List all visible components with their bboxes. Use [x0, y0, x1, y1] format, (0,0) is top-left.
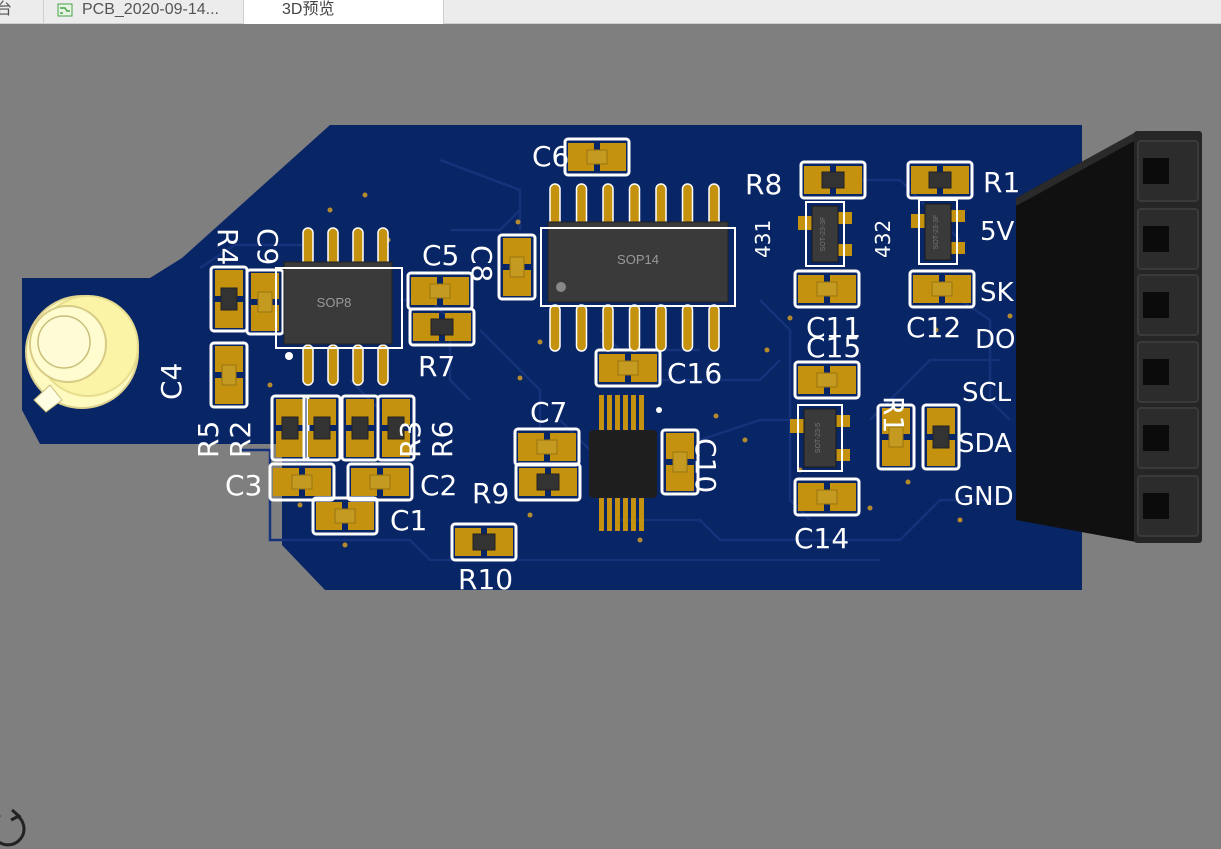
tab-3d-preview[interactable]: 3D预览 [244, 0, 444, 24]
traces [199, 158, 1011, 562]
ref-designator: R7 [418, 350, 455, 383]
chip-label: SOP8 [317, 295, 352, 310]
sot-body [803, 408, 837, 468]
ref-designator: R3 [394, 421, 427, 458]
smd-part [563, 137, 631, 177]
rotate-icon[interactable] [0, 807, 28, 847]
ref-designator: R4 [211, 228, 244, 265]
part-note: 431 [751, 220, 775, 258]
ref-designator: C10 [689, 438, 722, 493]
ref-designator: C1 [390, 504, 427, 537]
ref-designator: R10 [458, 563, 513, 596]
smd-part [450, 522, 518, 562]
smd-part [408, 307, 476, 347]
ref-designator: R6 [426, 421, 459, 458]
smd-part [921, 403, 961, 471]
ic-packages: SOP8 SOP14 SOT-23-3F SOT-23-3F SOT-23-5 [275, 183, 965, 531]
header-pins [1137, 140, 1199, 537]
ref-designator: C2 [420, 469, 457, 502]
chip-mark: SOT-23-3F [933, 215, 940, 250]
ref-designator: GND [954, 482, 1014, 512]
header-pin [1137, 140, 1199, 202]
sot-body [924, 203, 952, 261]
sop14-body [547, 221, 729, 303]
ref-designator: C4 [155, 363, 188, 400]
smd-part [245, 268, 285, 336]
sot-body [811, 205, 839, 263]
tab-bar: 台 PCB_2020-09-14... 3D预览 [0, 0, 1221, 24]
smd-part [497, 233, 537, 301]
ref-designator: SK [980, 278, 1015, 308]
smd-part [209, 341, 249, 409]
ref-designator: C3 [225, 469, 262, 502]
ref-designator: SCL [962, 378, 1012, 408]
smd-part [340, 394, 380, 462]
smd-part [594, 348, 662, 388]
smd-part [793, 360, 861, 400]
tab-label: 3D预览 [282, 1, 335, 18]
ref-designator: C12 [906, 311, 961, 344]
smd-part [376, 394, 416, 462]
header-pin [1137, 407, 1199, 469]
ref-designator: R1 [983, 166, 1020, 199]
smd-part [906, 160, 974, 200]
pcb-file-icon [57, 3, 73, 17]
ref-designator: C11 [806, 311, 861, 344]
part-note: 432 [871, 220, 895, 258]
smd-components [209, 137, 976, 562]
tab-pcb-file[interactable]: PCB_2020-09-14... [44, 0, 244, 24]
smd-part [799, 160, 867, 200]
ref-designator: R9 [472, 477, 509, 510]
smd-part [514, 462, 582, 502]
header-pin [1137, 341, 1199, 403]
chip-label: SOP14 [617, 252, 659, 267]
chip-mark: SOT-23-5 [815, 423, 822, 453]
ref-designator: C15 [806, 331, 861, 364]
smd-part [346, 462, 414, 502]
ref-designator: DO [975, 325, 1016, 355]
ref-designator: C9 [251, 228, 284, 265]
smd-part [270, 394, 310, 462]
tab-partial[interactable]: 台 [0, 0, 44, 24]
ref-designator: C14 [794, 522, 849, 555]
ref-designator: R1 [877, 396, 910, 433]
header-pin [1137, 475, 1199, 537]
pcb-3d-render[interactable]: SOP8 SOP14 SOT-23-3F SOT-23-3F SOT-23-5 C6R8… [0, 25, 1221, 849]
ref-designator: C16 [667, 357, 722, 390]
ref-designator: SDA [958, 429, 1012, 459]
ref-designator: R5 [192, 421, 225, 458]
ref-designator: R8 [745, 168, 782, 201]
smd-part [660, 428, 700, 496]
ref-designator: C8 [465, 245, 498, 282]
chip-mark: SOT-23-3F [820, 217, 827, 252]
pin-header [1016, 131, 1202, 543]
smd-part [302, 394, 342, 462]
qfn-body [589, 430, 657, 498]
ref-designator: C5 [422, 239, 459, 272]
ref-designator: C6 [532, 140, 569, 173]
smd-part [908, 269, 976, 309]
ref-designator: C7 [530, 396, 567, 429]
sop8-body [283, 261, 393, 345]
smd-part [793, 269, 861, 309]
vias [267, 192, 1013, 548]
sma-connector [25, 295, 139, 413]
smd-part [311, 496, 379, 536]
smd-part [268, 462, 336, 502]
header-pin [1137, 274, 1199, 336]
tab-label: 台 [0, 1, 12, 18]
tab-label: PCB_2020-09-14... [82, 1, 219, 18]
ref-designator: 5V [980, 217, 1015, 247]
smd-part [793, 477, 861, 517]
ref-designator: R2 [224, 421, 257, 458]
header-pin [1137, 208, 1199, 270]
smd-part [513, 427, 581, 467]
smd-part [876, 403, 916, 471]
